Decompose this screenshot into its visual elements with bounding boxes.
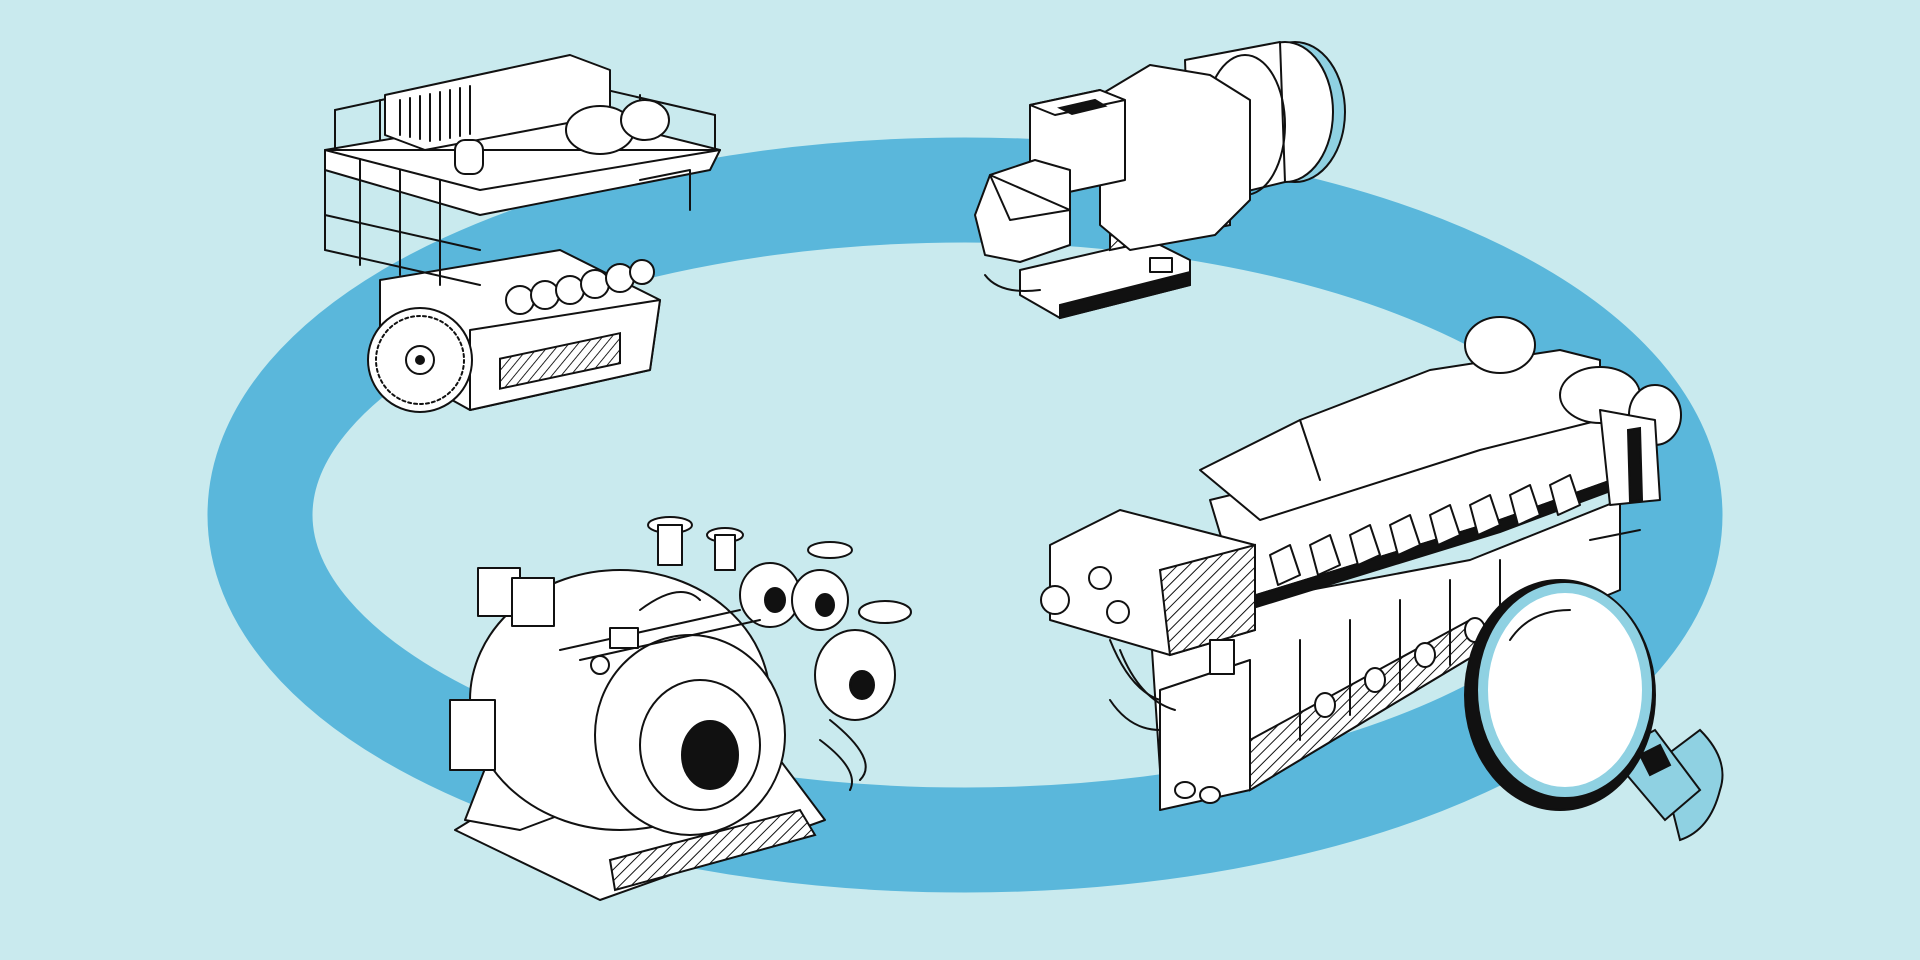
generator-alternator-icon — [974, 41, 1346, 320]
magnifying-glass-icon — [1464, 579, 1724, 842]
blue-ring — [207, 137, 1723, 893]
turbocharger-icon — [449, 516, 912, 901]
marine-engine-with-railing-icon — [324, 54, 721, 413]
large-v-engine-icon — [1040, 316, 1682, 811]
